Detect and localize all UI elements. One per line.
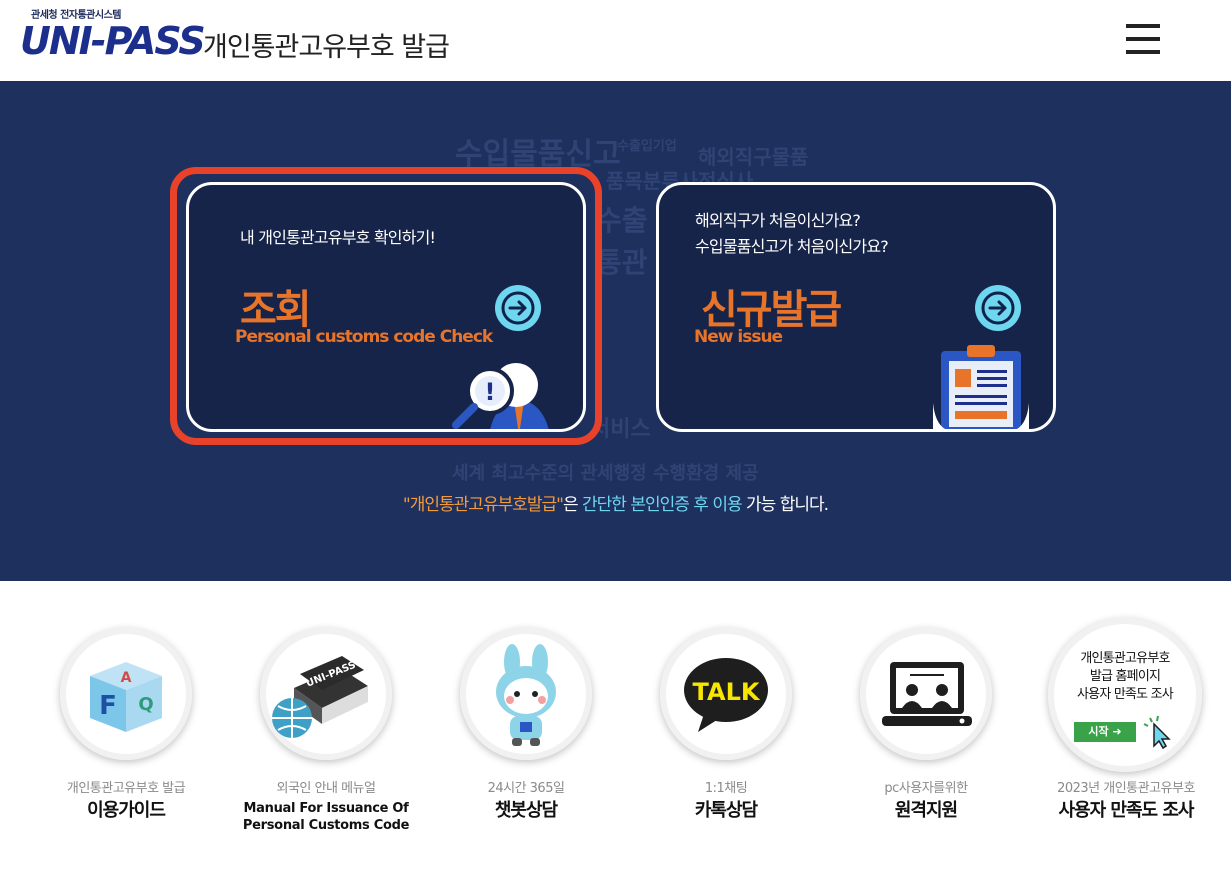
shortcut-caption: 챗봇상담: [494, 800, 558, 821]
shortcut-caption-small: 2023년 개인통관고유부호: [1057, 781, 1195, 796]
clipboard-icon: [933, 345, 1029, 429]
shortcut-caption-small: pc사용자를위한: [884, 781, 968, 796]
bg-word: 통관: [596, 246, 648, 279]
notice-cyan: 간단한 본인인증 후 이용: [582, 495, 743, 515]
hamburger-menu-icon[interactable]: [1126, 24, 1160, 54]
survey-icon: 개인통관고유부호 발급 홈페이지 사용자 만족도 조사 시작 ➜: [1048, 618, 1202, 772]
svg-text:!: !: [485, 378, 496, 406]
kakao-talk-icon: TALK: [660, 628, 792, 760]
new-issue-title: 신규발급: [701, 287, 842, 333]
svg-text:Q: Q: [138, 694, 153, 715]
svg-text:A: A: [121, 670, 132, 686]
bg-word: 세계 최고수준의 관세행정 수행환경 제공: [452, 463, 759, 484]
lookup-subtitle: 내 개인통관고유부호 확인하기!: [240, 228, 436, 247]
magnifier-person-icon: !: [452, 363, 549, 429]
new-issue-title-en: New issue: [694, 327, 783, 347]
manual-books-icon: UNI-PASS: [260, 628, 392, 760]
arrow-right-icon[interactable]: [975, 285, 1021, 331]
logo-text: UNI-PASS: [20, 19, 206, 63]
shortcut-caption-en: Personal Customs Code: [242, 818, 410, 833]
survey-line: 개인통관고유부호: [1080, 651, 1170, 666]
new-issue-subtitle-1: 해외직구가 처음이신가요?: [695, 211, 861, 230]
survey-line: 사용자 만족도 조사: [1077, 687, 1174, 702]
notice-text-part: 가능 합니다.: [741, 495, 829, 515]
logo-subtitle: 관세청 전자통관시스템: [31, 10, 121, 21]
survey-line: 발급 홈페이지: [1089, 669, 1161, 684]
notice-text-part: 은: [562, 495, 583, 515]
header: 관세청 전자통관시스템 UNI-PASS 개인통관고유부호 발급: [0, 0, 1231, 81]
shortcut-caption-small: 외국인 안내 메뉴얼: [276, 781, 376, 796]
bg-word: 수입물품신고: [455, 137, 621, 172]
shortcut-caption: 이용가이드: [87, 800, 166, 821]
new-issue-card[interactable]: 해외직구가 처음이신가요? 수입물품신고가 처음이신가요? 신규발급 New i…: [656, 182, 1056, 432]
survey-start-button[interactable]: 시작 ➜: [1074, 722, 1136, 742]
bg-word: 수출입기업: [617, 139, 677, 154]
hero-section: 수입물품신고 수출입기업 해외직구물품 품목분류사전심사 수출 통관 서비스 세…: [0, 81, 1231, 581]
shortcut-caption: 사용자 만족도 조사: [1058, 800, 1194, 821]
lookup-title: 조회: [240, 287, 312, 333]
shortcut-caption-small: 24시간 365일: [487, 781, 565, 796]
page-title: 개인통관고유부호 발급: [203, 32, 450, 63]
bg-word: 해외직구물품: [698, 145, 809, 169]
notice-text: "개인통관고유부호발급"은 간단한 본인인증 후 이용 가능 합니다.: [0, 490, 1231, 515]
bg-word: 수출: [596, 204, 648, 237]
shortcut-caption: 카톡상담: [694, 800, 758, 821]
unipass-logo[interactable]: 관세청 전자통관시스템 UNI-PASS: [20, 6, 206, 66]
shortcut-caption-en: Manual For Issuance Of: [243, 801, 409, 816]
lookup-card[interactable]: 내 개인통관고유부호 확인하기! 조회 Personal customs cod…: [186, 182, 586, 432]
shortcut-caption-small: 개인통관고유부호 발급: [66, 781, 186, 796]
notice-highlight: "개인통관고유부호발급": [402, 495, 564, 515]
kakao-badge: TALK: [693, 678, 761, 706]
remote-support-laptop-icon: [860, 628, 992, 760]
survey-start-label: 시작: [1088, 725, 1109, 738]
chatbot-rabbit-icon: [460, 628, 592, 760]
faq-cube-icon: F A Q: [60, 628, 192, 760]
lookup-title-en: Personal customs code Check: [235, 327, 493, 347]
pointer-cursor-icon: [1143, 715, 1171, 750]
shortcut-caption-small: 1:1채팅: [704, 781, 748, 796]
svg-text:F: F: [99, 691, 117, 721]
new-issue-subtitle-2: 수입물품신고가 처음이신가요?: [695, 237, 889, 256]
shortcut-caption: 원격지원: [894, 800, 958, 821]
arrow-right-icon[interactable]: [495, 285, 541, 331]
selected-card-highlight: [170, 167, 602, 445]
